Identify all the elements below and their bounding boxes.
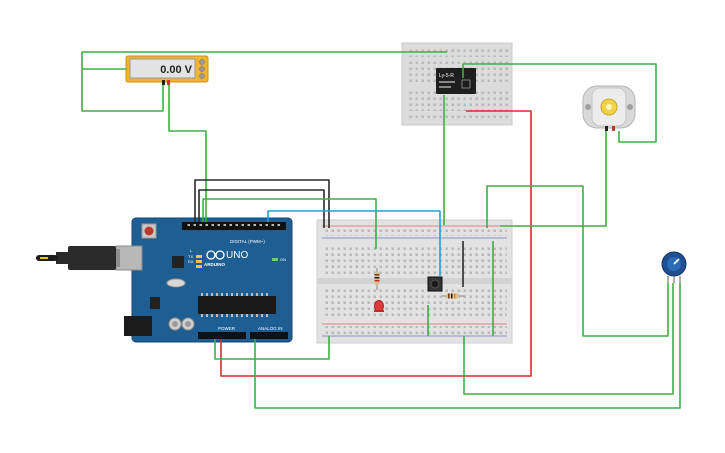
led-icon[interactable]	[374, 300, 384, 313]
board-brand: ARDUINO	[204, 262, 225, 267]
analog-header-label: ANALOG IN	[258, 326, 283, 331]
wire-red[interactable]	[220, 110, 532, 377]
wire-black[interactable]	[194, 179, 330, 228]
on-label: ON	[280, 257, 286, 262]
wire-green[interactable]	[81, 68, 164, 112]
wire-green[interactable]	[81, 51, 447, 69]
relay-module[interactable]: Ly-5-R	[436, 68, 476, 94]
wire-black[interactable]	[198, 189, 325, 228]
pushbutton-icon[interactable]	[427, 276, 443, 292]
wire-blue[interactable]	[267, 210, 441, 277]
arduino-logo	[206, 250, 225, 260]
rx-label: RX	[188, 259, 194, 264]
small-breadboard[interactable]	[401, 42, 513, 126]
wire-green[interactable]	[254, 283, 681, 409]
power-header-label: POWER	[218, 326, 236, 331]
wires	[81, 51, 681, 409]
relay-name: Ly-5-R	[439, 73, 454, 79]
dc-motor-icon[interactable]	[582, 85, 636, 131]
wire-green[interactable]	[463, 283, 674, 395]
multimeter-reading: 0.00 V	[160, 64, 192, 76]
wire-green[interactable]	[202, 198, 377, 249]
board-model: UNO	[226, 250, 248, 261]
resistor-icon[interactable]	[374, 268, 380, 290]
l-label: L	[190, 248, 193, 253]
arduino-uno[interactable]: L TX RX ON UNO ARDUINO DIGITAL (PWM~) PO…	[36, 217, 293, 343]
potentiometer-icon[interactable]	[661, 251, 687, 283]
main-breadboard[interactable]	[316, 219, 513, 344]
wire-green[interactable]	[214, 336, 330, 360]
tx-label: TX	[188, 254, 193, 259]
wire-green[interactable]	[486, 185, 669, 337]
wire-green[interactable]	[462, 63, 657, 143]
digital-header-label: DIGITAL (PWM~)	[230, 239, 265, 244]
usb-plug-icon	[36, 246, 120, 270]
multimeter[interactable]: 0.00 V	[125, 55, 209, 85]
wire-green[interactable]	[500, 131, 607, 227]
resistor-icon[interactable]	[442, 293, 465, 299]
wire-green[interactable]	[168, 85, 207, 222]
